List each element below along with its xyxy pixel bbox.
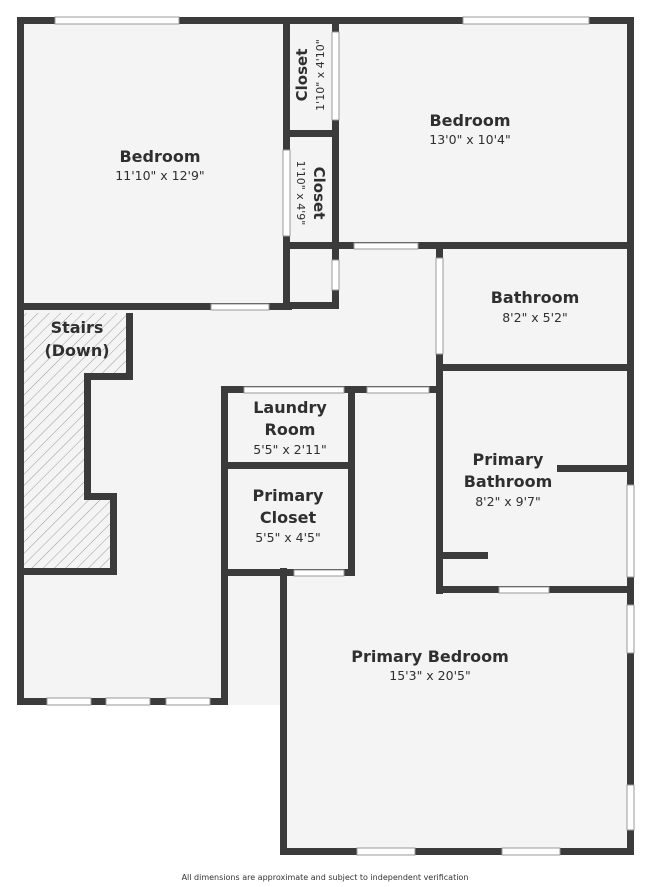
stairs-area: [24, 313, 132, 570]
laundry-name-line2: Room: [265, 420, 316, 439]
laundry-name-line1: Laundry: [253, 398, 327, 417]
bedroom-right-name: Bedroom: [429, 111, 510, 130]
bathroom-dims: 8'2" x 5'2": [502, 310, 568, 325]
floor-area: [20, 20, 632, 855]
bedroom-left-dims: 11'10" x 12'9": [115, 168, 204, 183]
primary-bathroom-name-line2: Bathroom: [464, 472, 553, 491]
primary-bathroom-name-line1: Primary: [473, 450, 544, 469]
primary-closet-name-line2: Closet: [260, 508, 317, 527]
primary-closet-dims: 5'5" x 4'5": [255, 530, 321, 545]
primary-bedroom-name: Primary Bedroom: [351, 647, 509, 666]
closet-top-dims: 1'10" x 4'10": [314, 39, 327, 111]
disclaimer-footer: All dimensions are approximate and subje…: [182, 873, 469, 882]
stairs-label-line1: Stairs: [51, 318, 104, 337]
bathroom-name: Bathroom: [491, 288, 580, 307]
primary-bedroom-dims: 15'3" x 20'5": [389, 668, 470, 683]
windows: [46, 16, 635, 856]
primary-closet-name-line1: Primary: [253, 486, 324, 505]
laundry-dims: 5'5" x 2'11": [253, 442, 326, 457]
closet-mid-name: Closet: [310, 167, 328, 220]
primary-bathroom-dims: 8'2" x 9'7": [475, 494, 541, 509]
closet-mid-dims: 1'10" x 4'9": [294, 161, 307, 226]
bedroom-right-dims: 13'0" x 10'4": [429, 132, 510, 147]
bedroom-left-name: Bedroom: [119, 147, 200, 166]
stairs-label-line2: (Down): [44, 341, 109, 360]
closet-top-name: Closet: [293, 49, 311, 102]
